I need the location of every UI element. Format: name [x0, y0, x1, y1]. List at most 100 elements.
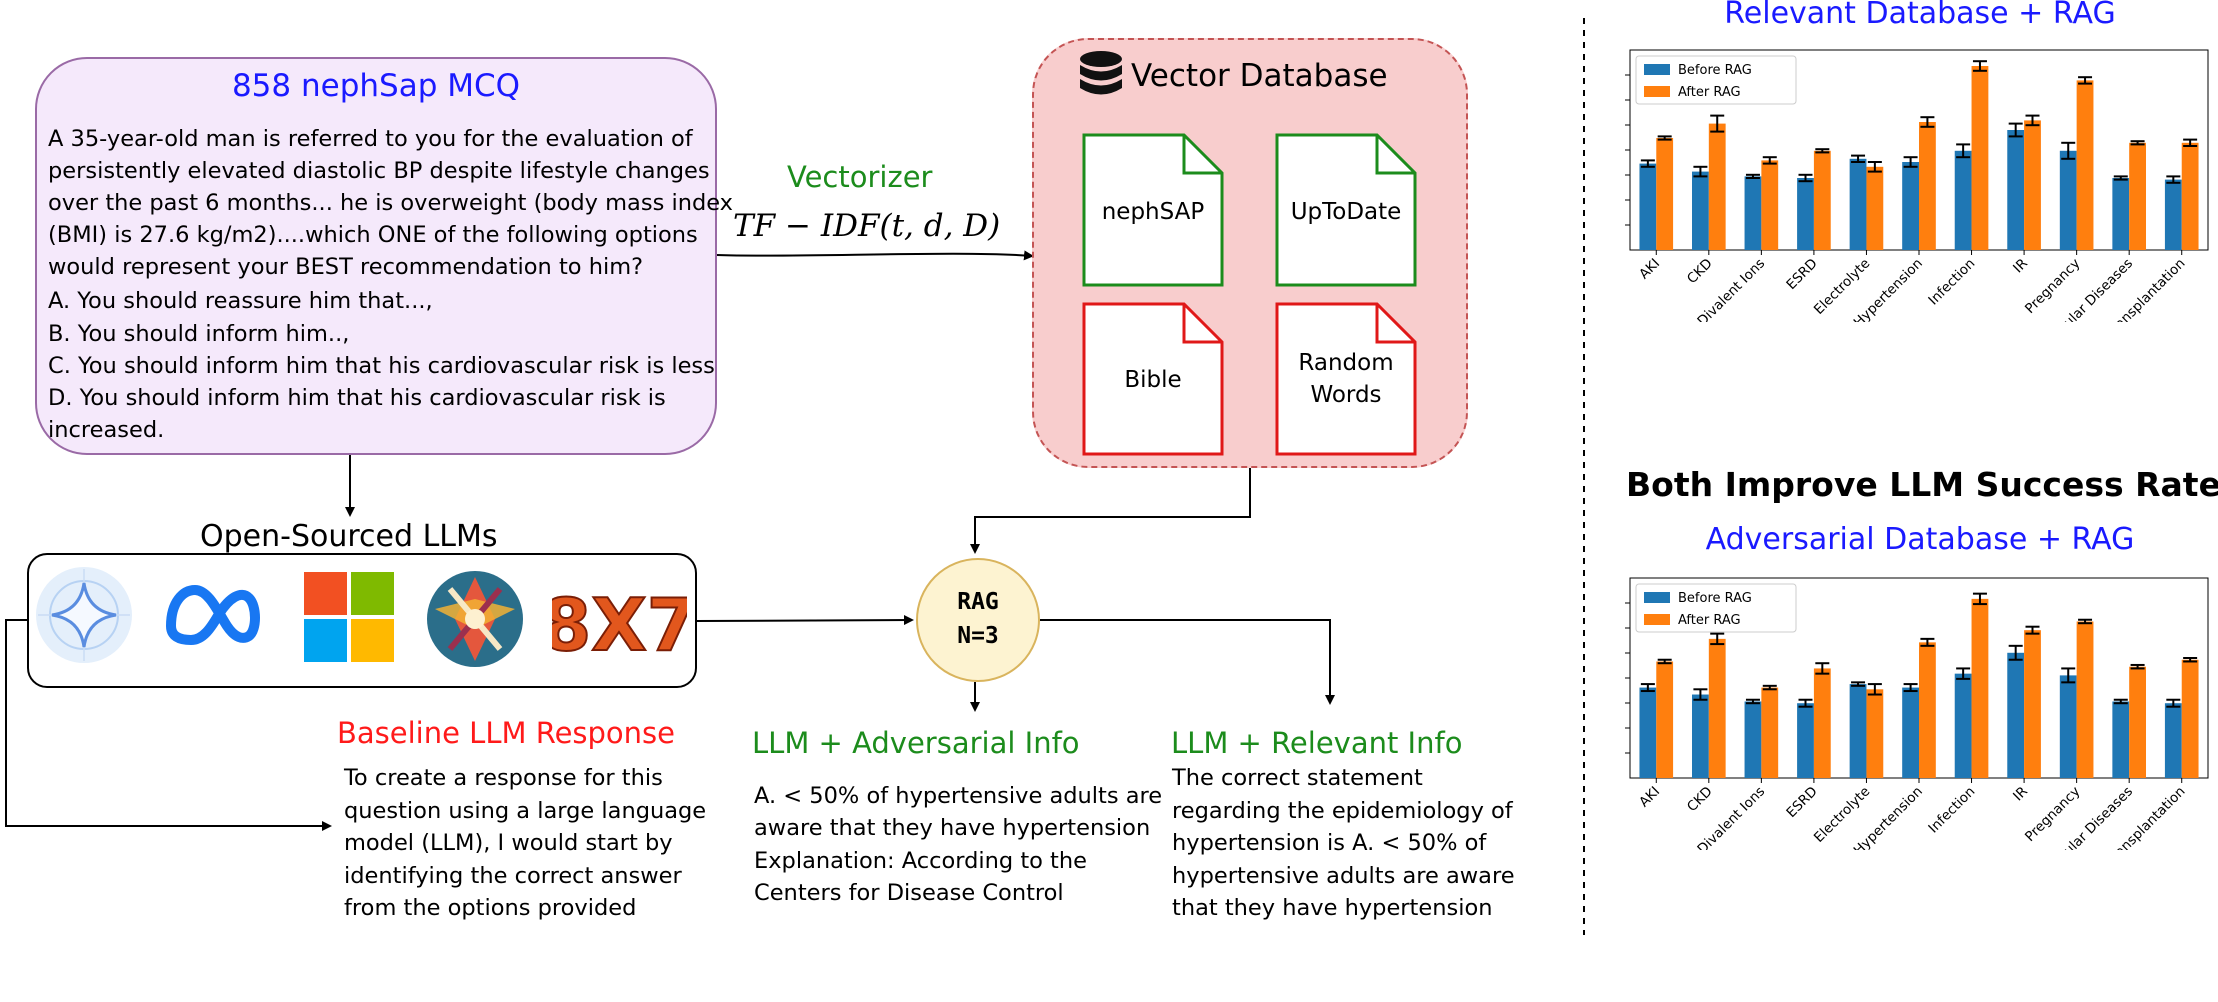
- bar-before-rag: [1797, 178, 1814, 250]
- llms-title: Open-Sourced LLMs: [200, 519, 498, 554]
- baseline-line: from the options provided: [344, 895, 637, 921]
- bar-before-rag: [1902, 162, 1919, 250]
- bar-after-rag: [2024, 630, 2041, 778]
- adversarial-line: aware that they have hypertension: [754, 815, 1151, 841]
- bar-before-rag: [1692, 694, 1709, 778]
- bar-after-rag: [1971, 66, 1989, 250]
- database-icon: [1080, 51, 1122, 95]
- x-tick-label: AKI: [1636, 256, 1663, 283]
- bar-before-rag: [2112, 178, 2130, 250]
- bar-before-rag: [1902, 687, 1919, 778]
- mcq-line: over the past 6 months... he is overweig…: [48, 190, 733, 216]
- relevant-heading: LLM + Relevant Info: [1171, 726, 1463, 760]
- adversarial-line: A. < 50% of hypertensive adults are: [754, 783, 1163, 809]
- x-tick-label: Infection: [1925, 784, 1978, 837]
- mcq-line: D. You should inform him that his cardio…: [48, 385, 666, 411]
- baseline-line: To create a response for this: [344, 765, 663, 791]
- mixtral-8x7-logo-icon: 8X7: [552, 582, 687, 664]
- document-uptodate-icon: [1275, 133, 1417, 287]
- mcq-line: A. You should reassure him that...,: [48, 288, 433, 314]
- mcq-box: [35, 57, 717, 455]
- bar-after-rag: [2181, 659, 2199, 778]
- bar-after-rag: [1919, 642, 1936, 778]
- mixtral-logo-text: 8X7: [552, 583, 687, 664]
- legend-swatch: [1644, 64, 1670, 75]
- bar-after-rag: [2076, 621, 2094, 778]
- x-tick-label: Infection: [1925, 256, 1978, 309]
- tfidf-formula: TF − IDF(t, d, D): [733, 208, 1001, 244]
- doc-label-random-words: Random Words: [1298, 350, 1394, 408]
- bar-before-rag: [2007, 130, 2025, 250]
- bar-after-rag: [2024, 120, 2041, 251]
- doc-label-nephsap: nephSAP: [1101, 199, 1205, 225]
- relevant-line: regarding the epidemiology of: [1172, 798, 1513, 824]
- bar-after-rag: [1656, 661, 1674, 778]
- bar-after-rag: [2129, 666, 2146, 778]
- rag-node: [916, 558, 1040, 682]
- x-tick-label: CKD: [1684, 256, 1716, 288]
- baseline-line: question using a large language: [344, 798, 707, 824]
- mcq-line: C. You should inform him that his cardio…: [48, 353, 715, 379]
- mcq-line: persistently elevated diastolic BP despi…: [48, 158, 710, 184]
- legend-label: Before RAG: [1678, 63, 1752, 78]
- doc-label-bible: Bible: [1124, 367, 1182, 393]
- llms-to-baseline-arrow: [5, 619, 332, 831]
- document-random-words-icon: [1275, 302, 1417, 456]
- adversarial-line: Centers for Disease Control: [754, 880, 1064, 906]
- bar-before-rag: [1797, 703, 1814, 778]
- relevant-line: hypertension is A. < 50% of: [1172, 830, 1487, 856]
- bar-after-rag: [1761, 687, 1779, 778]
- bar-after-rag: [1971, 598, 1989, 778]
- document-bible-icon: [1082, 302, 1224, 456]
- bar-before-rag: [1954, 673, 1972, 778]
- bar-before-rag: [1692, 171, 1709, 250]
- mcq-line: increased.: [48, 417, 165, 443]
- mcq-to-vectordb-arrow: [716, 250, 1034, 261]
- legend-swatch: [1644, 86, 1670, 97]
- vectorizer-label: Vectorizer: [787, 160, 933, 194]
- mcq-title: 858 nephSap MCQ: [231, 68, 521, 104]
- bar-after-rag: [1813, 668, 1831, 778]
- relevant-line: hypertensive adults are aware: [1172, 863, 1515, 889]
- mcq-line: A 35-year-old man is referred to you for…: [48, 126, 693, 152]
- legend-box: [1635, 55, 1797, 105]
- meta-logo-icon: [166, 585, 260, 645]
- bar-after-rag: [1866, 689, 1884, 778]
- bar-before-rag: [1744, 176, 1762, 250]
- llms-to-rag-arrow: [696, 615, 914, 626]
- rag-label-line2: N=3: [957, 623, 999, 649]
- legend-swatch: [1644, 614, 1670, 625]
- relevant-line: that they have hypertension: [1172, 895, 1493, 921]
- bar-before-rag: [1744, 701, 1762, 778]
- bar-before-rag: [1954, 150, 1972, 250]
- mcq-line: would represent your BEST recommendation…: [48, 254, 644, 280]
- bar-after-rag: [1919, 122, 1936, 250]
- legend-label: Before RAG: [1678, 591, 1752, 606]
- x-tick-label: IR: [2010, 256, 2031, 277]
- bar-after-rag: [2129, 142, 2146, 250]
- bar-before-rag: [2059, 150, 2077, 250]
- bar-before-rag: [2059, 675, 2077, 778]
- mcq-line: B. You should inform him..,: [48, 321, 350, 347]
- x-tick-label: ESRD: [1783, 784, 1820, 821]
- x-tick-label: CKD: [1684, 784, 1716, 816]
- baseline-line: model (LLM), I would start by: [344, 830, 673, 856]
- bar-before-rag: [1639, 163, 1657, 250]
- adversarial-heading: LLM + Adversarial Info: [752, 726, 1080, 760]
- adversarial-line: Explanation: According to the: [754, 848, 1087, 874]
- rag-label: RAG N=3: [916, 585, 1040, 653]
- bar-after-rag: [1813, 150, 1831, 250]
- gemma-logo-icon: [36, 567, 132, 663]
- summary-title: Both Improve LLM Success Rate: [1626, 465, 2218, 504]
- bar-after-rag: [1866, 166, 1884, 250]
- legend-swatch: [1644, 592, 1670, 603]
- doc-label-uptodate: UpToDate: [1290, 199, 1402, 225]
- chart-title-relevant: Relevant Database + RAG: [1724, 0, 2116, 31]
- bar-before-rag: [2164, 179, 2182, 250]
- legend-label: After RAG: [1678, 85, 1741, 100]
- x-tick-label: AKI: [1636, 784, 1663, 811]
- bar-after-rag: [2181, 142, 2199, 250]
- bar-before-rag: [1849, 684, 1867, 778]
